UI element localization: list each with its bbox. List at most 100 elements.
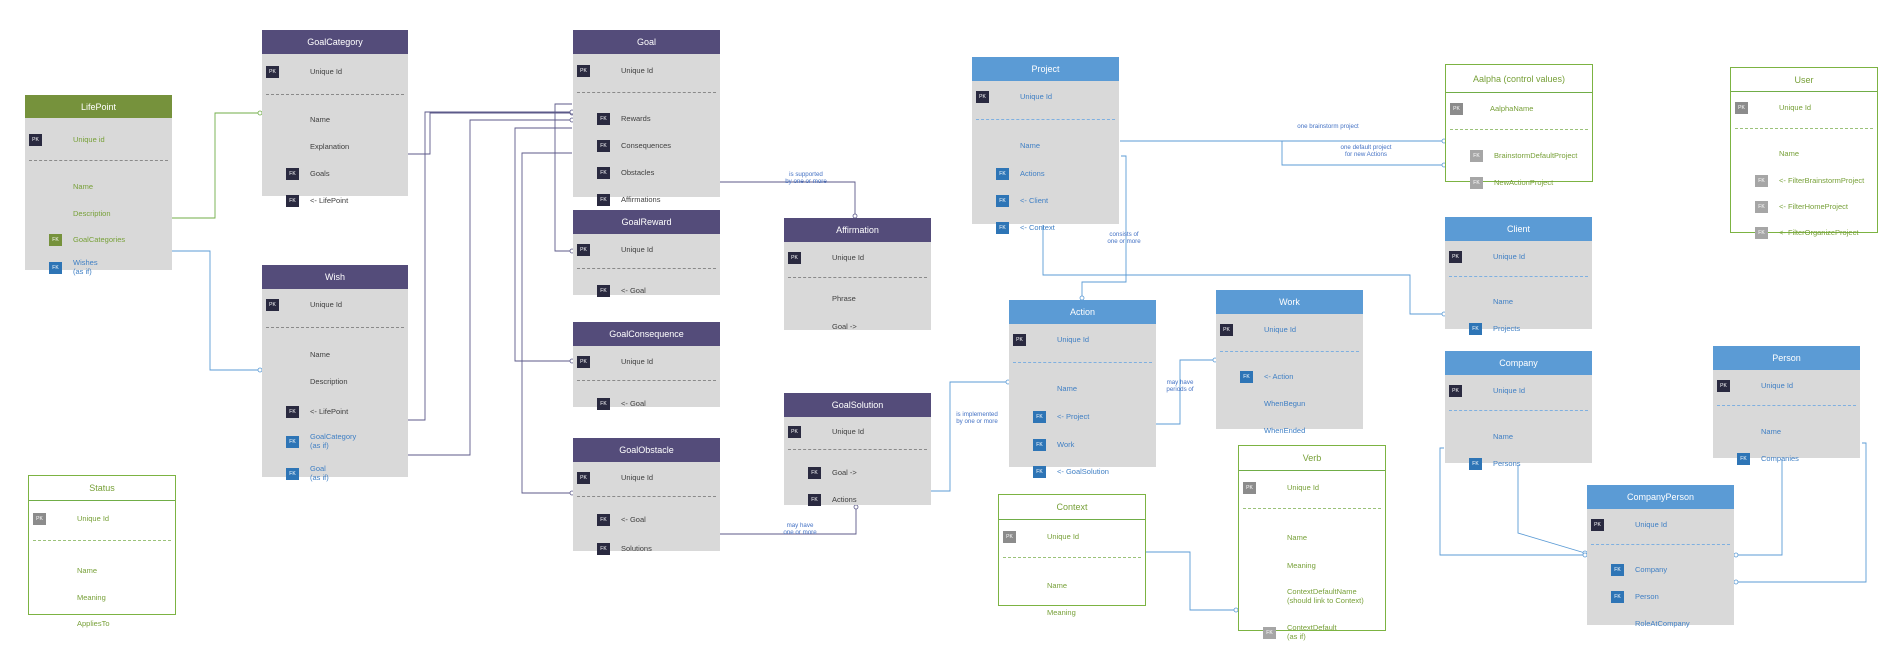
user-field[interactable]: FK<- FilterOrganizeProject	[1731, 224, 1877, 242]
context-field[interactable]: Name	[999, 577, 1145, 595]
goalreward-field[interactable]: FK<- Goal	[573, 282, 720, 300]
goalobstacle-field[interactable]: FK<- Goal	[573, 511, 720, 529]
verb-field[interactable]: Name	[1239, 529, 1385, 547]
company-field[interactable]: Name	[1445, 428, 1592, 446]
status-field[interactable]: Meaning	[29, 589, 175, 607]
project-field[interactable]: Name	[972, 137, 1119, 155]
context-field[interactable]: Meaning	[999, 604, 1145, 622]
lifepoint-field[interactable]: Description	[25, 205, 172, 223]
status-field[interactable]: AppliesTo	[29, 615, 175, 633]
wish-field[interactable]: Name	[262, 346, 408, 364]
user-field[interactable]: Name	[1731, 145, 1877, 163]
client-field[interactable]: Name	[1445, 293, 1592, 311]
person-field[interactable]: Name	[1713, 423, 1860, 441]
work-field[interactable]: WhenBegun	[1216, 395, 1363, 413]
goalcategory-field[interactable]: Name	[262, 111, 408, 129]
project-field[interactable]: FK<- Context	[972, 219, 1119, 237]
project-field[interactable]: FK<- Client	[972, 192, 1119, 210]
wish-field[interactable]: FK<- LifePoint	[262, 403, 408, 421]
action-field[interactable]: Name	[1009, 380, 1156, 398]
goalcategory-field[interactable]: FK<- LifePoint	[262, 192, 408, 210]
affirmation-field[interactable]: Goal ->	[784, 318, 931, 336]
goalconsequence-field[interactable]: FK<- Goal	[573, 395, 720, 413]
wish-field[interactable]: Description	[262, 373, 408, 391]
status-field[interactable]: Name	[29, 562, 175, 580]
work-field[interactable]: FK<- Action	[1216, 368, 1363, 386]
action-field[interactable]: FK<- GoalSolution	[1009, 463, 1156, 481]
lifepoint-field[interactable]: Name	[25, 178, 172, 196]
affirmation-field[interactable]: Phrase	[784, 290, 931, 308]
work-field[interactable]: WhenEnded	[1216, 422, 1363, 440]
user-field[interactable]: FK<- FilterHomeProject	[1731, 198, 1877, 216]
user-field[interactable]: FK<- FilterBrainstormProject	[1731, 172, 1877, 190]
goalcategory-field[interactable]: Explanation	[262, 138, 408, 156]
verb-field[interactable]: ContextDefaultName (should link to Conte…	[1239, 587, 1385, 606]
companyperson-field[interactable]: RoleAtCompany	[1587, 615, 1734, 633]
verb-field[interactable]: Meaning	[1239, 557, 1385, 575]
